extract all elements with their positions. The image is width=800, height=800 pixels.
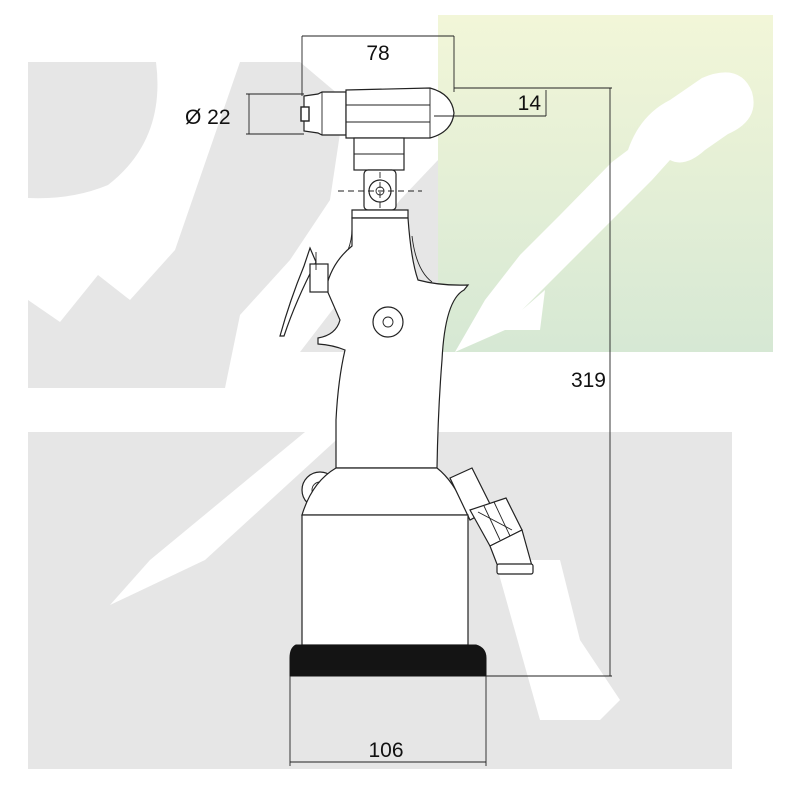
air-inlet-fitting bbox=[449, 467, 534, 575]
head-body bbox=[345, 87, 455, 139]
tool-outline bbox=[279, 87, 534, 677]
watermark-wrench-shape bbox=[495, 560, 620, 720]
base-cylinder bbox=[301, 514, 469, 646]
dim-label-nozzle-diameter: Ø 22 bbox=[185, 106, 231, 129]
nose-tip bbox=[303, 91, 347, 136]
watermark-wrench-blade bbox=[110, 432, 345, 605]
nozzle-slot bbox=[300, 106, 310, 122]
trigger-lever bbox=[279, 246, 317, 337]
body-collar bbox=[351, 209, 409, 219]
trigger-pivot bbox=[309, 263, 329, 293]
base-shoulder bbox=[301, 467, 469, 516]
dim-label-nose-offset: 14 bbox=[518, 92, 542, 115]
watermark-logo bbox=[28, 15, 773, 769]
dimension-labels: 78 Ø 22 14 319 106 bbox=[185, 42, 606, 762]
dim-label-top-width: 78 bbox=[366, 42, 389, 65]
dim-label-overall-height: 319 bbox=[571, 369, 606, 392]
handle-screw bbox=[372, 306, 404, 338]
dimension-lines bbox=[246, 35, 612, 766]
watermark-gray-left-block bbox=[28, 62, 345, 388]
dim-label-base-width: 106 bbox=[368, 739, 403, 762]
watermark-screwdriver bbox=[455, 72, 754, 352]
air-inlet-cap bbox=[496, 563, 534, 575]
watermark-gray-top-left bbox=[28, 62, 158, 199]
base-ring bbox=[289, 644, 487, 677]
